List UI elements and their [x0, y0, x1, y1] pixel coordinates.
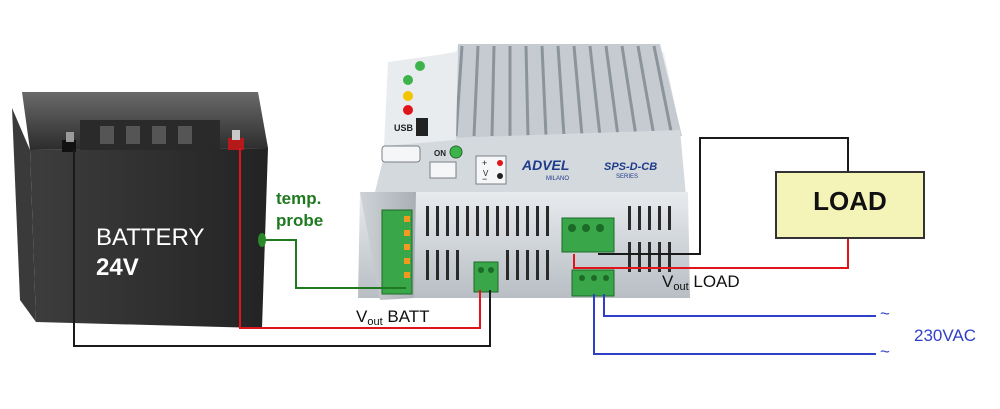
wire-blue-ac-1 [603, 294, 876, 317]
temp-probe-label-line2: probe [276, 211, 324, 230]
temp-probe-connector [381, 209, 413, 295]
ac-input-connector [571, 269, 615, 297]
temp-probe-sensor [258, 233, 266, 247]
ac-voltage-label: 230VAC [914, 326, 977, 345]
load-box [775, 171, 925, 239]
device-usb-label: USB [394, 123, 414, 133]
wire-blue-ac-2 [593, 294, 876, 355]
wire-green-probe [262, 239, 406, 289]
temp-probe-label: temp. probe [276, 188, 323, 232]
battery-voltage-label: 24V [96, 254, 139, 281]
device-vout-label: V [483, 169, 489, 178]
heatsink [452, 44, 682, 140]
vout-load-v: V [662, 272, 674, 291]
battery-name-label: BATTERY [96, 224, 204, 251]
device-model-label: SPS-D-CB [604, 161, 657, 173]
wire-red-load [573, 238, 849, 269]
vout-load-connector [561, 217, 615, 253]
vout-batt-sub: out [367, 316, 383, 328]
vout-batt-v: V [356, 307, 368, 326]
vout-load-sub: out [673, 281, 689, 293]
device-minus-label: − [482, 174, 487, 184]
device-on-label: ON [434, 149, 446, 158]
temp-probe-label-line1: temp. [276, 189, 322, 208]
battery [12, 92, 268, 328]
device-brand-logo: ADVEL [521, 157, 569, 173]
wire-red-battery [239, 148, 481, 329]
device-series-label: SERIES [616, 174, 638, 180]
vout-load-label: Vout LOAD [662, 272, 740, 293]
vout-load-text: LOAD [693, 272, 740, 291]
wire-black-battery [73, 150, 491, 347]
load-label: LOAD [813, 186, 887, 216]
ac-tilde-2: ~ [880, 342, 890, 361]
vout-batt-text: BATT [387, 307, 430, 326]
battery-connector [473, 261, 499, 293]
device-city-label: MILANO [546, 176, 569, 182]
ac-tilde-1: ~ [880, 304, 890, 323]
wire-black-load [598, 137, 849, 255]
vout-batt-label: Vout BATT [356, 307, 430, 328]
device-plus-label: + [482, 158, 487, 168]
